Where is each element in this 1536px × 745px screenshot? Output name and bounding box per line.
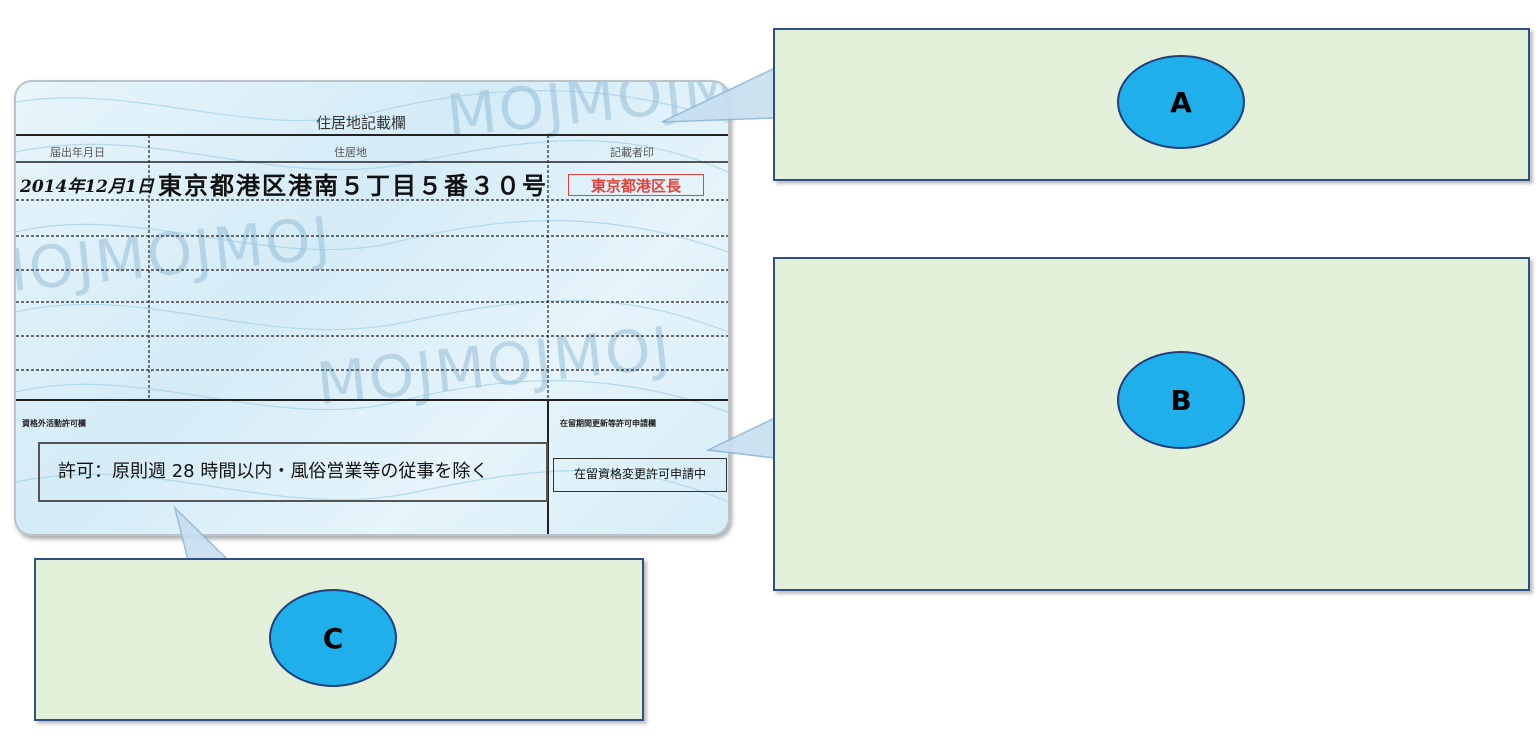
header-address: 住居地 bbox=[334, 146, 367, 159]
table-grid bbox=[16, 134, 728, 534]
permit-section-label: 資格外活動許可欄 bbox=[22, 419, 86, 428]
residence-card-back: MOJMOJMOJ MOJMOJMOJ MOJMOJMOJ 住居地記載欄 届出年… bbox=[14, 80, 730, 536]
apply-section-label: 在留期間更新等許可申請欄 bbox=[560, 419, 656, 428]
entry-address: 東京都港区港南５丁目５番３０号 bbox=[158, 171, 548, 200]
header-stamp: 記載者印 bbox=[610, 146, 654, 159]
header-date: 届出年月日 bbox=[50, 146, 105, 159]
callout-b-badge: B bbox=[1117, 351, 1245, 449]
card-wave-pattern bbox=[16, 90, 728, 503]
callout-c-badge: C bbox=[269, 589, 397, 687]
entry-date: 2014年12月1日 bbox=[20, 177, 154, 197]
permit-text-box: 許可：原則週 28 時間以内・風俗営業等の従事を除く bbox=[38, 442, 548, 502]
entry-stamp-seal: 東京都港区長 bbox=[568, 174, 704, 196]
callout-a-badge: A bbox=[1117, 55, 1245, 149]
apply-text-box: 在留資格変更許可申請中 bbox=[553, 458, 727, 492]
card-title: 住居地記載欄 bbox=[316, 114, 407, 132]
